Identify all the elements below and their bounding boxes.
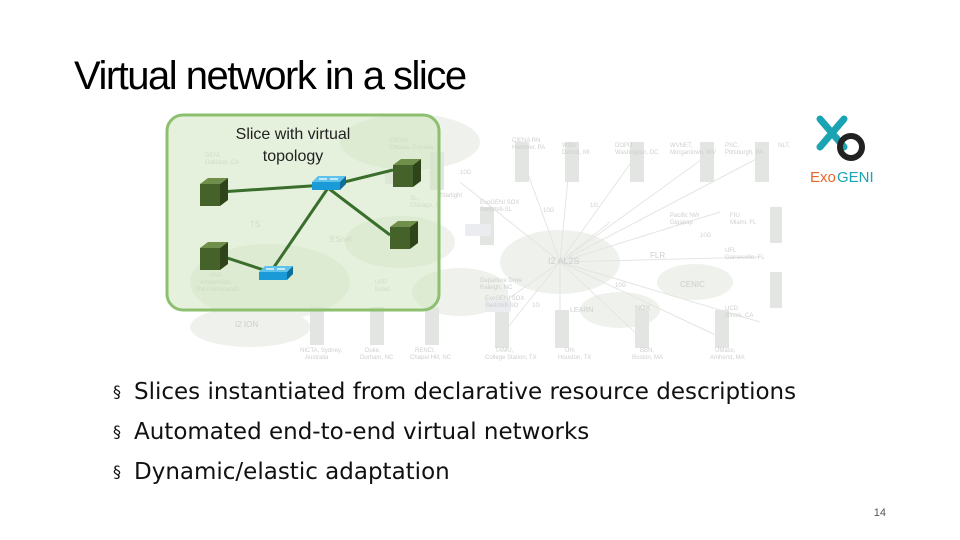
svg-text:Amherst, MA: Amherst, MA	[710, 355, 745, 361]
svg-text:PSC,: PSC,	[725, 143, 739, 149]
svg-text:FIU: FIU	[730, 213, 740, 219]
bullet-marker: §	[113, 382, 121, 401]
svg-text:Detroit, MI: Detroit, MI	[562, 150, 590, 156]
svg-text:UCD: UCD	[725, 306, 739, 312]
svg-text:LEARN: LEARN	[570, 307, 593, 314]
svg-text:10G: 10G	[543, 208, 555, 214]
svg-text:Pacific NW: Pacific NW	[670, 213, 700, 219]
svg-text:CENIC: CENIC	[680, 280, 705, 289]
slice-caption: Slice with virtual topology	[170, 124, 416, 168]
svg-text:UMass,: UMass,	[715, 348, 736, 354]
network-diagram: CIENA,Ottawa, Canada GENI,Oakland, CA CI…	[165, 113, 790, 361]
bullet-text: Dynamic/elastic adaptation	[134, 459, 450, 485]
svg-text:Illinois, CA: Illinois, CA	[725, 313, 753, 319]
svg-text:Hanover, PA: Hanover, PA	[512, 145, 545, 151]
svg-text:Switch/8-SO: Switch/8-SO	[485, 303, 519, 309]
logo-text-geni: GENI	[837, 169, 874, 186]
vm-node-2	[200, 242, 228, 270]
svg-text:Australia: Australia	[305, 355, 329, 361]
svg-text:DOPU: DOPU	[615, 143, 632, 149]
svg-text:I2 ION: I2 ION	[235, 320, 258, 329]
svg-text:WSU: WSU	[562, 143, 576, 149]
svg-text:10G: 10G	[615, 283, 627, 289]
svg-text:BBN,: BBN,	[640, 348, 654, 354]
slice-caption-line-1: Slice with virtual	[235, 126, 351, 143]
svg-text:ExoGENI SOX: ExoGENI SOX	[480, 200, 519, 206]
svg-text:NOX: NOX	[635, 305, 651, 312]
svg-text:Pittsburgh, PA: Pittsburgh, PA	[725, 150, 763, 156]
virtual-switch-2	[259, 266, 293, 280]
svg-text:Boston, MA: Boston, MA	[632, 355, 663, 361]
svg-text:1G: 1G	[590, 203, 598, 209]
page-number: 14	[873, 507, 886, 519]
exogeni-logo: Exo GENI	[810, 115, 874, 186]
svg-text:ExoGENI SOX: ExoGENI SOX	[485, 296, 524, 302]
svg-text:Starlight: Starlight	[440, 193, 462, 199]
svg-text:NICTA, Sydney,: NICTA, Sydney,	[300, 348, 342, 354]
bullet-list: § Slices instantiated from declarative re…	[113, 372, 796, 492]
svg-text:Morgantown, WV: Morgantown, WV	[670, 150, 716, 156]
slice-caption-line-2: topology	[262, 148, 324, 165]
svg-text:Raleigh, NC: Raleigh, NC	[480, 285, 513, 291]
svg-text:Washington, DC: Washington, DC	[615, 150, 659, 156]
svg-text:Durham, NC: Durham, NC	[360, 355, 394, 361]
svg-text:Gigapop: Gigapop	[670, 220, 693, 226]
vm-node-4	[390, 221, 418, 249]
svg-text:10G: 10G	[700, 233, 712, 239]
bullet-item: § Automated end-to-end virtual networks	[113, 412, 796, 452]
svg-text:RENCI,: RENCI,	[415, 348, 436, 354]
svg-text:1G: 1G	[532, 303, 540, 309]
svg-text:UH,: UH,	[565, 348, 576, 354]
bullet-text: Slices instantiated from declarative res…	[134, 379, 797, 405]
bullet-item: § Dynamic/elastic adaptation	[113, 452, 796, 492]
bullet-marker: §	[113, 462, 121, 481]
svg-text:Duke,: Duke,	[365, 348, 381, 354]
svg-text:College Station, TX: College Station, TX	[485, 355, 537, 361]
logo-text-exo: Exo	[810, 169, 836, 186]
svg-text:WVNET,: WVNET,	[670, 143, 693, 149]
svg-text:UFL: UFL	[725, 248, 737, 254]
virtual-switch-1	[312, 176, 346, 190]
svg-text:Gainesville, FL: Gainesville, FL	[725, 255, 765, 261]
svg-text:Chapel Hill, NC: Chapel Hill, NC	[410, 355, 452, 361]
svg-text:Houston, TX: Houston, TX	[558, 355, 591, 361]
svg-text:10G: 10G	[460, 170, 472, 176]
svg-text:CIENA RN: CIENA RN	[512, 138, 540, 144]
bullet-text: Automated end-to-end virtual networks	[134, 419, 590, 445]
svg-text:FLR: FLR	[650, 251, 665, 260]
slide-title: Virtual network in a slice	[74, 54, 467, 98]
svg-text:Switch/8-SL: Switch/8-SL	[480, 207, 513, 213]
svg-text:Miami, FL: Miami, FL	[730, 220, 757, 226]
svg-text:I2 AL2S: I2 AL2S	[548, 256, 580, 266]
bullet-marker: §	[113, 422, 121, 441]
bullet-item: § Slices instantiated from declarative re…	[113, 372, 796, 412]
svg-text:NLT,: NLT,	[778, 143, 790, 149]
vm-node-3	[393, 159, 421, 187]
vm-node-1	[200, 178, 228, 206]
svg-text:Departure Drive: Departure Drive	[480, 278, 523, 284]
svg-text:TAMU,: TAMU,	[495, 348, 514, 354]
